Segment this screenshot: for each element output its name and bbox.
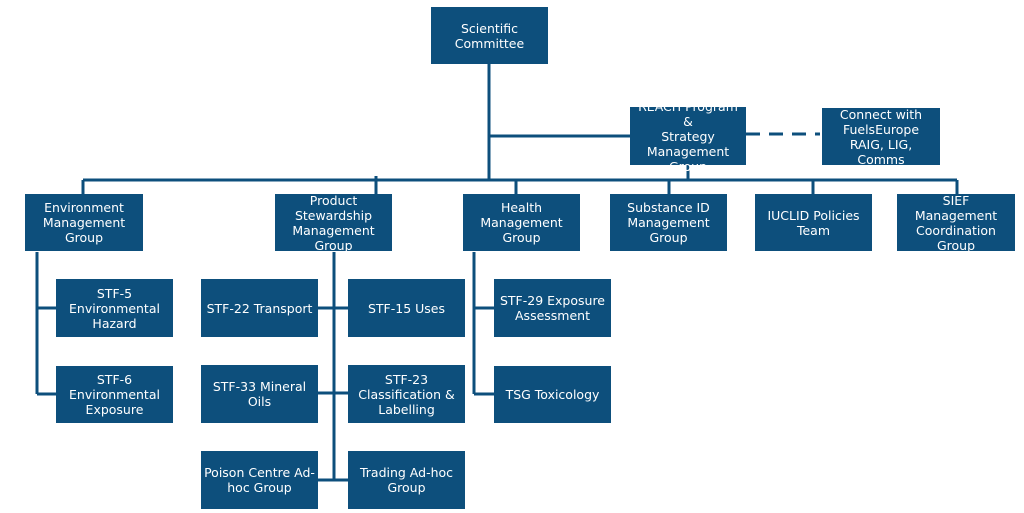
- node-connect-fuelseurope: Connect with FuelsEurope RAIG, LIG, Comm…: [822, 107, 940, 167]
- node-stf23: STF-23 Classification & Labelling: [348, 365, 465, 423]
- node-product-stewardship-group: Product Stewardship Management Group: [275, 193, 392, 253]
- node-environment-management-group: Environment Management Group: [25, 194, 143, 251]
- node-tsg-toxicology: TSG Toxicology: [494, 366, 611, 423]
- node-stf33: STF-33 Mineral Oils: [201, 365, 318, 423]
- node-poison-centre: Poison Centre Ad- hoc Group: [201, 451, 318, 509]
- node-scientific-committee: Scientific Committee: [431, 7, 548, 64]
- node-health-management-group: Health Management Group: [463, 194, 580, 251]
- node-stf29: STF-29 Exposure Assessment: [494, 279, 611, 337]
- node-stf5: STF-5 Environmental Hazard: [56, 279, 173, 337]
- node-stf22: STF-22 Transport: [201, 279, 318, 337]
- node-trading: Trading Ad-hoc Group: [348, 451, 465, 509]
- node-stf15: STF-15 Uses: [348, 279, 465, 337]
- node-iuclid-policies-team: IUCLID Policies Team: [755, 194, 872, 251]
- node-reach-program: REACH Program & Strategy Management Grou…: [630, 99, 746, 174]
- node-stf6: STF-6 Environmental Exposure: [56, 366, 173, 423]
- node-sief-management-group: SIEF Management Coordination Group: [897, 193, 1015, 253]
- node-substance-id-group: Substance ID Management Group: [610, 194, 727, 251]
